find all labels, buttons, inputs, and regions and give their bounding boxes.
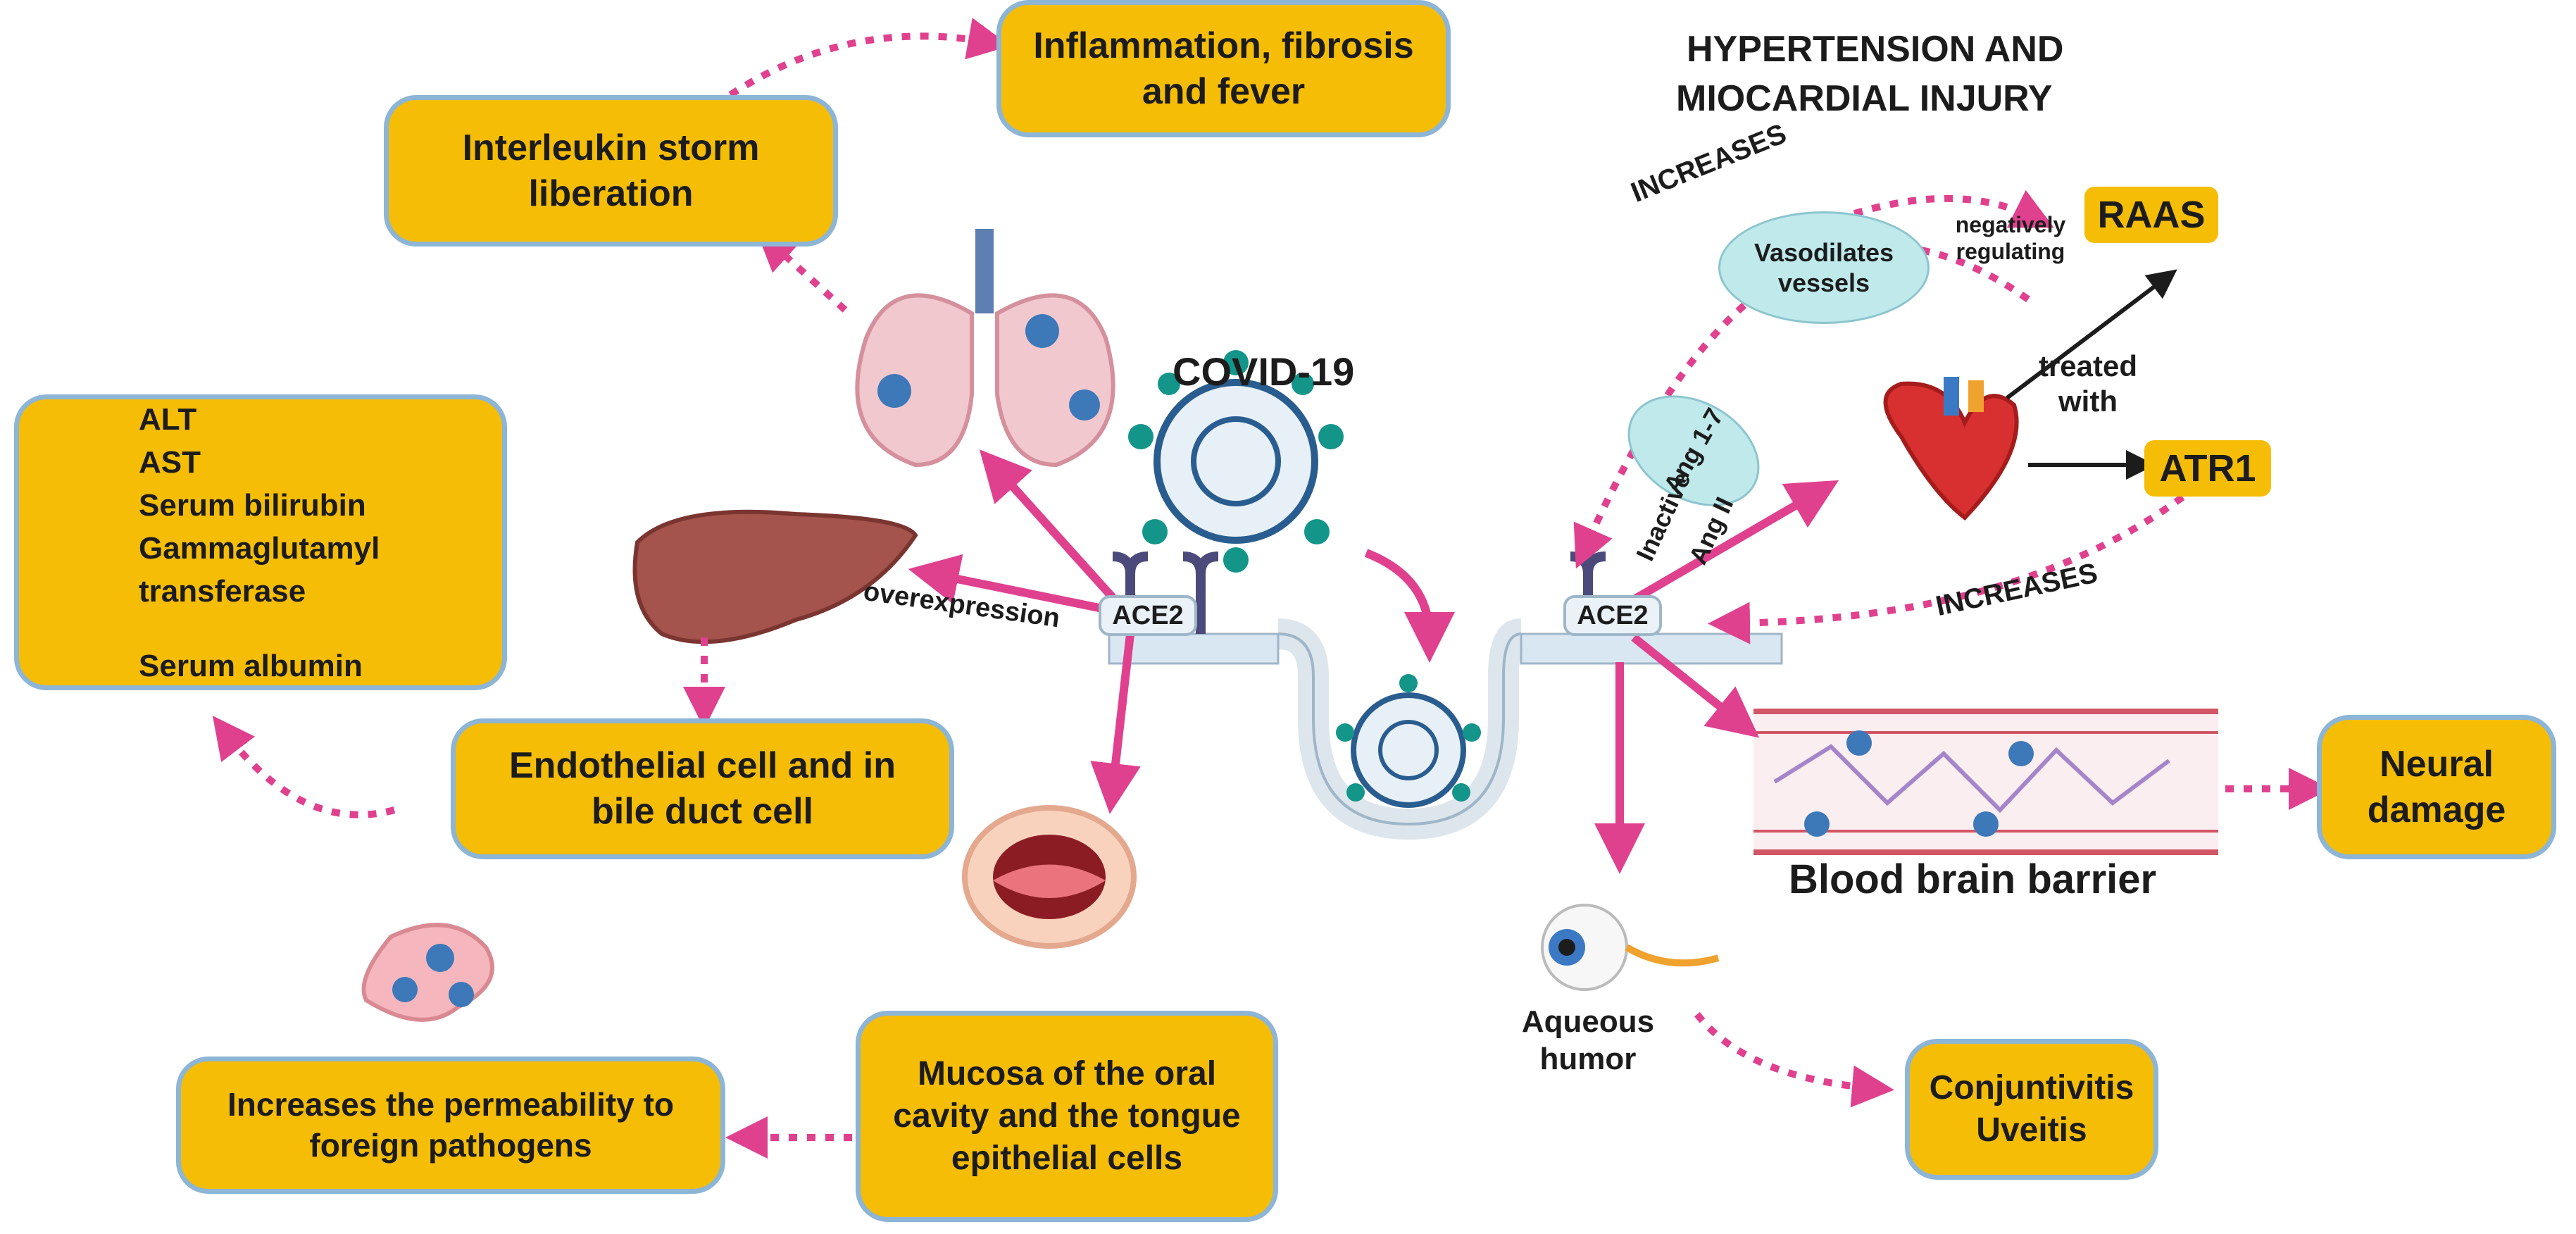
stomach-icon	[361, 923, 494, 1022]
eye-icon	[1541, 904, 1720, 991]
hypertension-title-1: HYPERTENSION AND	[1687, 29, 2064, 70]
marker-albumin: Serum albumin	[139, 648, 363, 683]
vasodilates-oval: Vasodilates vessels	[1718, 211, 1930, 324]
internalized-virus-icon	[1336, 674, 1481, 808]
ace2-right-label: ACE2	[1563, 595, 1662, 636]
endothelial-box: Endothelial cell and in bile duct cell	[451, 718, 954, 859]
covid-label: COVID-19	[1173, 349, 1355, 394]
ace2-receptor-left-icon	[1112, 551, 1219, 634]
conjuntivitis-box: Conjuntivitis Uveitis	[1905, 1039, 2158, 1180]
marker-ggt-1: Gammaglutamyl	[139, 530, 380, 566]
heart-icon	[1883, 377, 2019, 521]
atr1-label: ATR1	[2144, 440, 2271, 497]
raas-label: RAAS	[2084, 187, 2218, 243]
bbb-label: Blood brain barrier	[1789, 856, 2157, 902]
blood-brain-barrier-icon	[1753, 709, 2218, 855]
marker-ggt-2: transferase	[139, 573, 306, 609]
aqueous-humor-label: Aqueous humor	[1521, 1004, 1655, 1076]
ace2-left-label: ACE2	[1099, 595, 1197, 636]
hypertension-title-2: MIOCARDIAL INJURY	[1676, 78, 2053, 119]
permeability-box: Increases the permeability to foreign pa…	[176, 1057, 725, 1194]
cell-membrane	[1108, 618, 1783, 840]
liver-icon	[632, 509, 918, 644]
marker-bilirubin: Serum bilirubin	[139, 487, 366, 523]
negatively-regulating-label: negatively regulating	[1955, 212, 2066, 265]
neural-damage-box: Neural damage	[2317, 715, 2556, 859]
black-arrows	[2006, 269, 2177, 480]
marker-ast: AST	[139, 444, 201, 480]
covid-virus-icon	[1128, 350, 1344, 573]
treated-with-label: treated with	[2038, 349, 2138, 418]
interleukin-box: Interleukin storm liberation	[384, 95, 838, 247]
inflammation-box: Inflammation, fibrosis and fever	[996, 0, 1451, 137]
liver-markers-box: ALT AST Serum bilirubin Gammaglutamyl tr…	[14, 394, 507, 690]
lungs-icon	[855, 229, 1115, 468]
marker-alt: ALT	[139, 401, 197, 437]
solid-arrows	[908, 449, 1839, 874]
mucosa-box: Mucosa of the oral cavity and the tongue…	[856, 1011, 1278, 1222]
mouth-icon	[962, 805, 1137, 949]
